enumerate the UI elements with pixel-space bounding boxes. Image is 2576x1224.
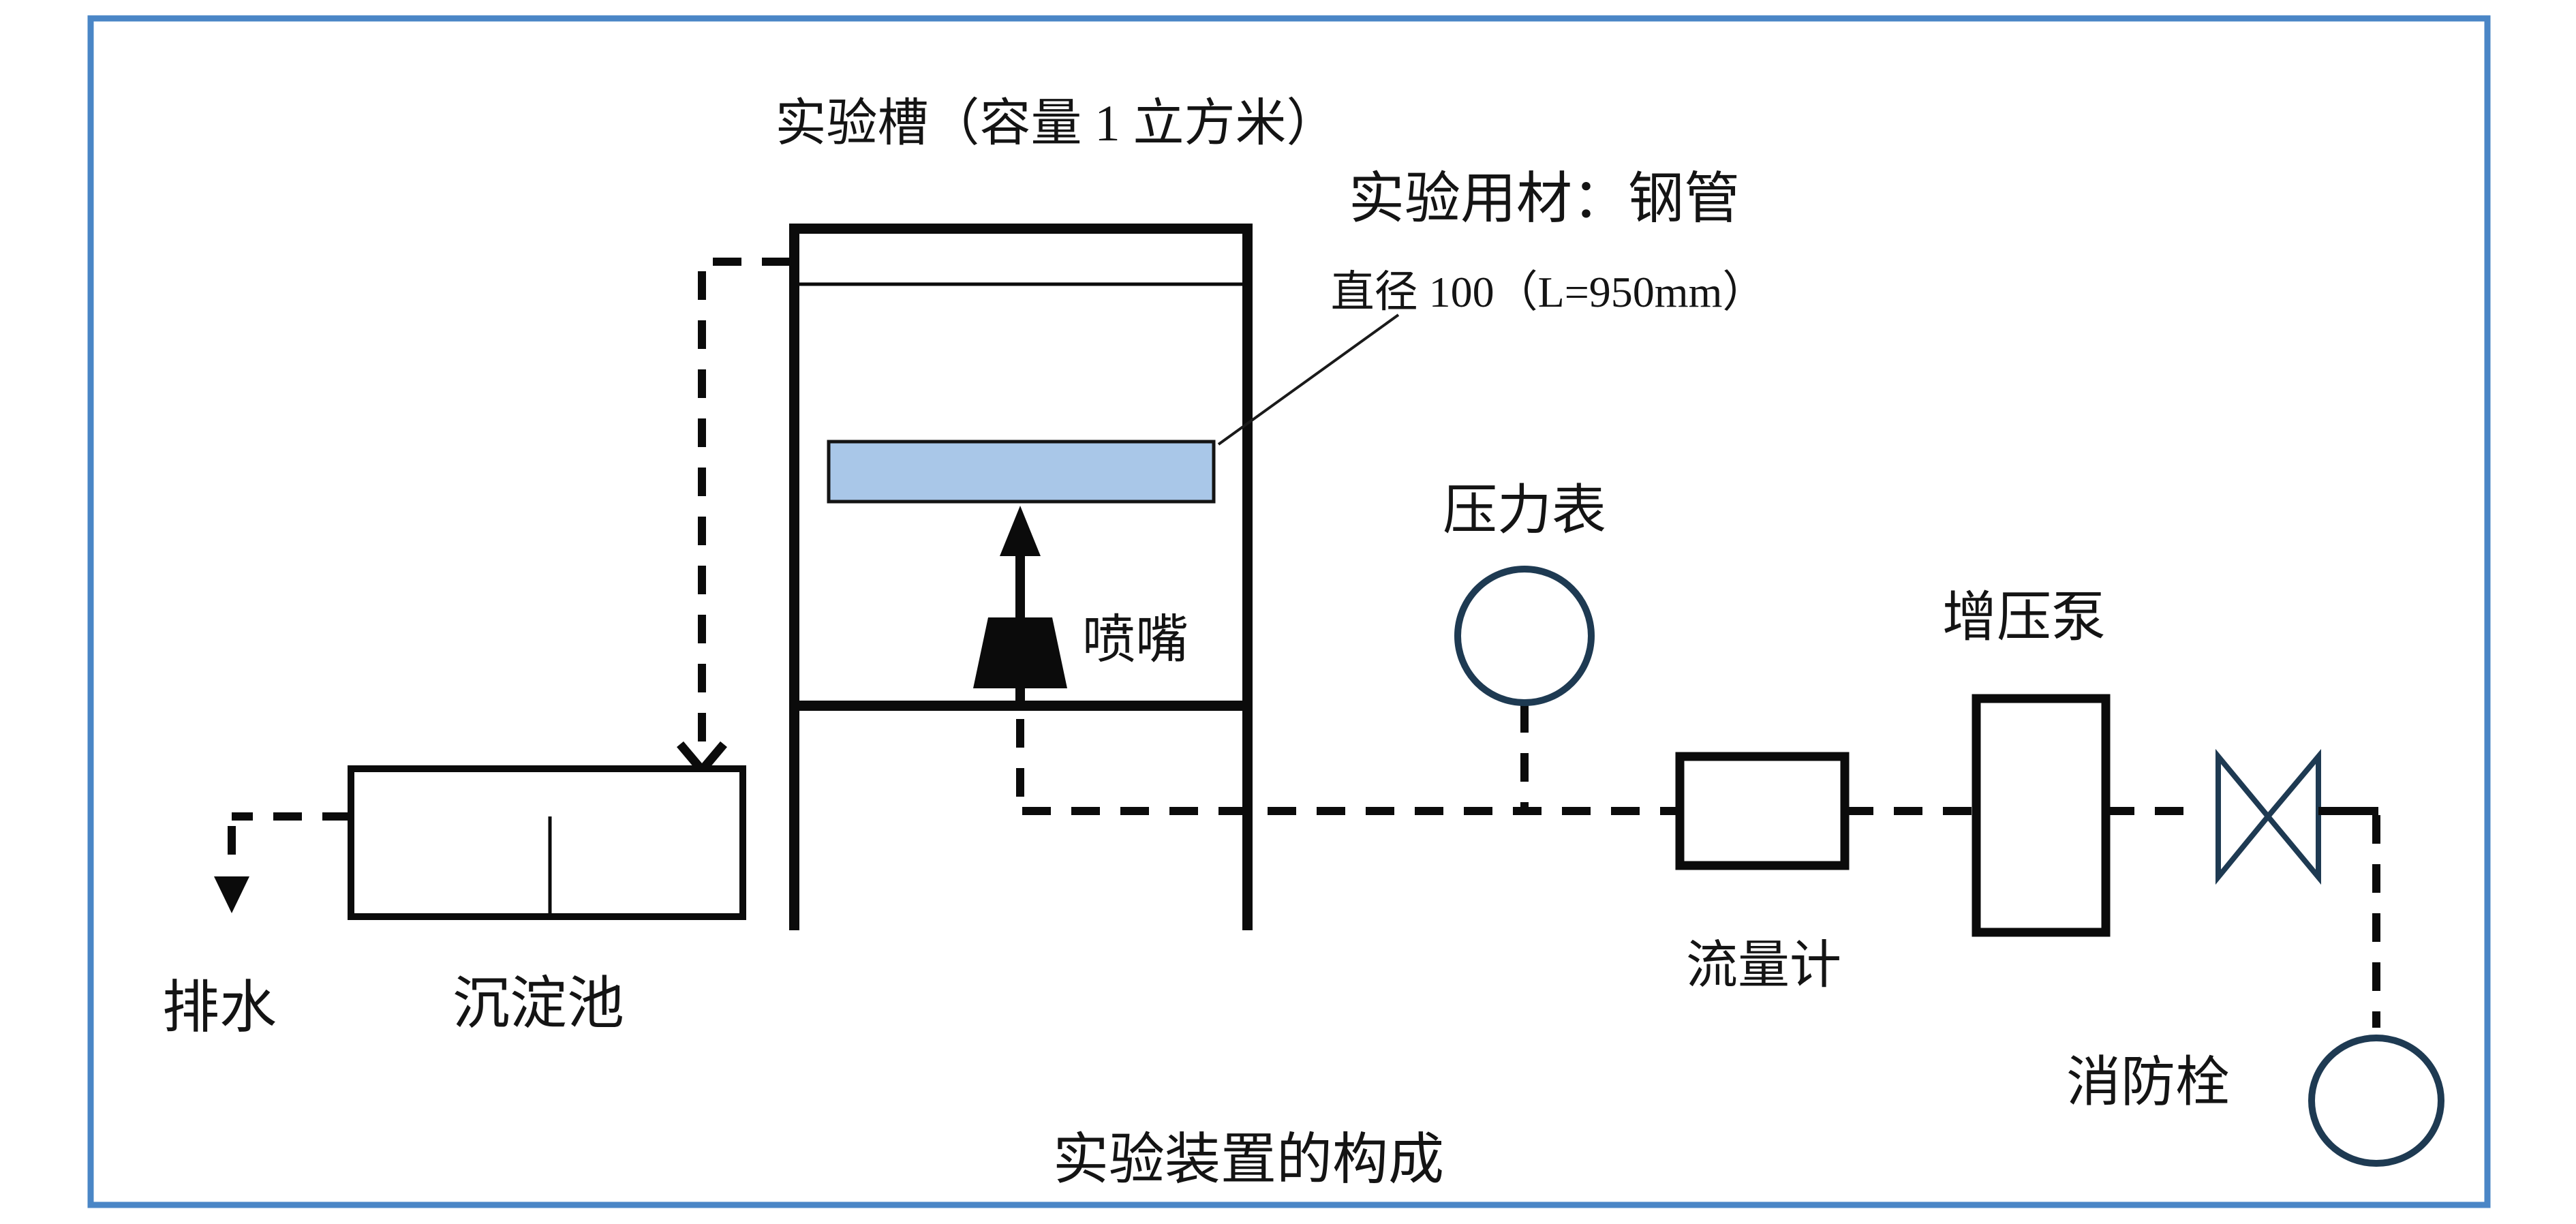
valve-left-triangle [2215,748,2272,885]
flow-meter-label: 流量计 [1686,937,1841,994]
nozzle-spray-arrowhead [1000,506,1041,556]
figure-border [87,15,2491,1208]
drain-arrow-icon [214,876,249,913]
nozzle-spray-shaft [1015,549,1025,620]
fire-hydrant-label: 消防栓 [2066,1053,2230,1113]
nozzle-label: 喷嘴 [1082,610,1189,669]
overflow-line [677,258,791,778]
sedimentation-tank-label: 沉淀池 [453,973,624,1036]
experiment-tank [789,224,1253,930]
booster-pump-label: 增压泵 [1942,588,2106,648]
flow-meter-box [1675,752,1850,870]
sedimentation-tank-box [348,765,746,920]
diagram-caption: 实验装置的构成 [1053,1129,1444,1191]
valve-icon [2215,748,2321,885]
fire-hydrant-icon [2308,1035,2444,1167]
nozzle-icon [973,506,1067,705]
steel-pipe-sample [827,440,1216,504]
tank-title-label: 实验槽（容量 1 立方米） [775,95,1337,152]
nozzle-stem [1015,688,1025,705]
pipe-note-line1-label: 实验用材：钢管 [1349,168,1740,230]
booster-pump-box [1972,694,2111,937]
nozzle-body [973,617,1067,688]
valve-right-triangle [2264,749,2321,885]
tank-left-wall [789,224,799,930]
supply-piping [1016,704,2380,1028]
pressure-gauge-icon [1454,566,1595,706]
pressure-gauge-label: 压力表 [1443,481,1606,541]
sedimentation-tank [214,765,746,920]
pipe-note-line2-label: 直径 100（L=950mm） [1331,268,1766,316]
tank-shelf-edge [789,701,1253,711]
tank-right-wall [1242,224,1253,930]
tank-top-edge [789,224,1253,234]
drain-label: 排水 [162,977,277,1040]
pipe-note-callout-line [1217,313,1400,446]
